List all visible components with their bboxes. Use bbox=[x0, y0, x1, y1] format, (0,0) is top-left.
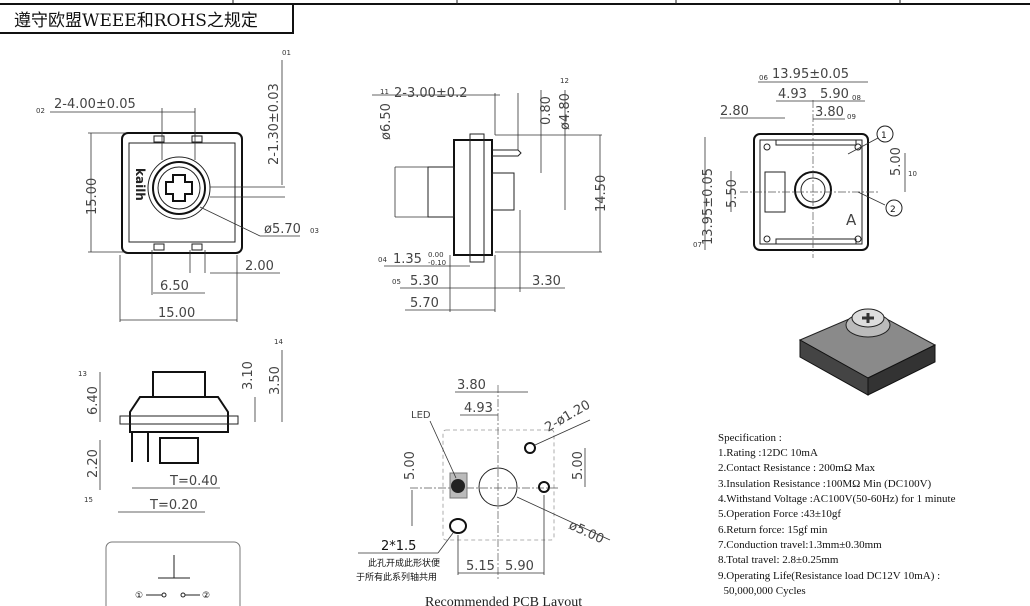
spec-line: 6.Return force: 15gf min bbox=[718, 524, 828, 536]
tag-07: 07 bbox=[693, 241, 702, 249]
compliance-title: 遵守欧盟WEEE和ROHS之规定 bbox=[14, 11, 258, 31]
tag-04: 04 bbox=[378, 256, 387, 264]
dim-body-height: 13.95±0.05 bbox=[701, 168, 716, 245]
pcb-note-line-2: 于所有此系列轴共用 bbox=[356, 571, 437, 583]
led-label: LED bbox=[411, 410, 431, 421]
dim-080: 0.80 bbox=[539, 96, 554, 125]
tag-06: 06 bbox=[759, 74, 768, 82]
front-view: 6.40 13 3.10 3.50 14 2.20 15 T=0.40 T=0.… bbox=[78, 338, 283, 513]
dim-350: 3.50 bbox=[268, 366, 283, 395]
spec-line: 1.Rating :12DC 10mA bbox=[718, 447, 818, 459]
tag-08: 08 bbox=[852, 94, 861, 102]
dim-135-tol-down: -0.10 bbox=[428, 259, 446, 267]
tag-11: 11 bbox=[380, 88, 389, 96]
pcb-note-line-1: 此孔开成此形状便 bbox=[368, 557, 440, 569]
tag-05: 05 bbox=[392, 278, 401, 286]
dim-570: 5.70 bbox=[410, 296, 439, 311]
dim-650: 6.50 bbox=[160, 279, 189, 294]
side-view: 11 2-3.00±0.2 0.80 ø4.80 12 ø6.50 14.50 … bbox=[372, 77, 609, 312]
dim-offset: 2-1.30±0.03 bbox=[267, 83, 282, 165]
thickness-020: T=0.20 bbox=[149, 498, 198, 513]
dim-310: 3.10 bbox=[241, 361, 256, 390]
dim-pin-length: 2-3.00±0.2 bbox=[394, 86, 467, 101]
dim-135-tol-up: 0.00 bbox=[428, 251, 444, 259]
dim-135: 1.35 bbox=[393, 252, 422, 267]
dim-500: 5.00 bbox=[889, 147, 904, 176]
dim-220: 2.20 bbox=[86, 449, 101, 478]
pcb-dim-center-hole: ø5.00 bbox=[566, 518, 606, 547]
pcb-dim-515: 5.15 bbox=[466, 559, 495, 574]
dim-530: 5.30 bbox=[410, 274, 439, 289]
title-block: 遵守欧盟WEEE和ROHS之规定 bbox=[0, 0, 1030, 34]
switch-schematic: ① ② bbox=[105, 541, 241, 606]
dim-380: 3.80 bbox=[815, 105, 844, 120]
tag-10: 10 bbox=[908, 170, 917, 178]
tag-03: 03 bbox=[310, 227, 319, 235]
pcb-dim-500-left: 5.00 bbox=[403, 451, 418, 480]
pcb-slot-dim: 2*1.5 bbox=[381, 539, 416, 554]
spec-line: 3.Insulation Resistance :100MΩ Min (DC10… bbox=[718, 478, 932, 490]
top-view: kailh 02 2-4.00±0.05 2-1.30±0.03 01 15.0… bbox=[36, 49, 319, 322]
dim-330: 3.30 bbox=[532, 274, 561, 289]
orientation-mark: A bbox=[846, 211, 857, 229]
switch-3d-render bbox=[798, 308, 937, 396]
dim-480: ø4.80 bbox=[558, 93, 573, 130]
spec-line: 9.Operating Life(Resistance load DC12V 1… bbox=[718, 570, 940, 582]
dim-640: 6.40 bbox=[86, 386, 101, 415]
pcb-dim-380: 3.80 bbox=[457, 378, 486, 393]
cross-stem-icon bbox=[165, 174, 193, 202]
dim-1450: 14.50 bbox=[594, 175, 609, 212]
dim-650-dia: ø6.50 bbox=[379, 103, 394, 140]
pin-1-label: 1 bbox=[881, 131, 887, 141]
schematic-pin-1: ① bbox=[135, 591, 143, 601]
dim-493: 4.93 bbox=[778, 87, 807, 102]
dim-pin-pitch: 2-4.00±0.05 bbox=[54, 97, 136, 112]
dim-590: 5.90 bbox=[820, 87, 849, 102]
dim-height: 15.00 bbox=[85, 178, 100, 215]
dim-stem-diameter: ø5.70 bbox=[264, 222, 301, 237]
spec-line: 2.Contact Resistance : 200mΩ Max bbox=[718, 462, 875, 474]
pin-2-label: 2 bbox=[890, 205, 896, 215]
pcb-dim-500-right: 5.00 bbox=[571, 451, 586, 480]
spec-heading: Specification : bbox=[718, 432, 782, 444]
spec-line: 5.Operation Force :43±10gf bbox=[718, 508, 841, 520]
tag-09: 09 bbox=[847, 113, 856, 121]
specification-list: Specification : 1.Rating :12DC 10mA 2.Co… bbox=[718, 432, 956, 597]
pcb-dim-590: 5.90 bbox=[505, 559, 534, 574]
dim-body-width: 13.95±0.05 bbox=[772, 67, 849, 82]
pcb-dim-493: 4.93 bbox=[464, 401, 493, 416]
tag-13: 13 bbox=[78, 370, 87, 378]
tag-02: 02 bbox=[36, 107, 45, 115]
tag-14: 14 bbox=[274, 338, 283, 346]
dim-width: 15.00 bbox=[158, 306, 195, 321]
bottom-view: A 06 13.95±0.05 4.93 5.90 08 2.80 3.80 0… bbox=[693, 67, 917, 258]
schematic-pin-2: ② bbox=[202, 591, 210, 601]
spec-line: 50,000,000 Cycles bbox=[718, 585, 806, 597]
spec-line: 4.Withstand Voltage :AC100V(50-60Hz) for… bbox=[718, 493, 956, 505]
dim-550: 5.50 bbox=[725, 179, 740, 208]
brand-logo: kailh bbox=[133, 168, 147, 201]
dim-2: 2.00 bbox=[245, 259, 274, 274]
spec-line: 8.Total travel: 2.8±0.25mm bbox=[718, 554, 839, 566]
thickness-040: T=0.40 bbox=[169, 474, 218, 489]
tag-15: 15 bbox=[84, 496, 93, 504]
pcb-layout: LED 3.80 4.93 2-ø1.20 5.00 5.00 ø5.00 2*… bbox=[356, 378, 611, 606]
tag-01: 01 bbox=[282, 49, 291, 57]
spec-line: 7.Conduction travel:1.3mm±0.30mm bbox=[718, 539, 882, 551]
dim-280: 2.80 bbox=[720, 104, 749, 119]
tag-12: 12 bbox=[560, 77, 569, 85]
pcb-caption: Recommended PCB Layout bbox=[425, 595, 582, 606]
